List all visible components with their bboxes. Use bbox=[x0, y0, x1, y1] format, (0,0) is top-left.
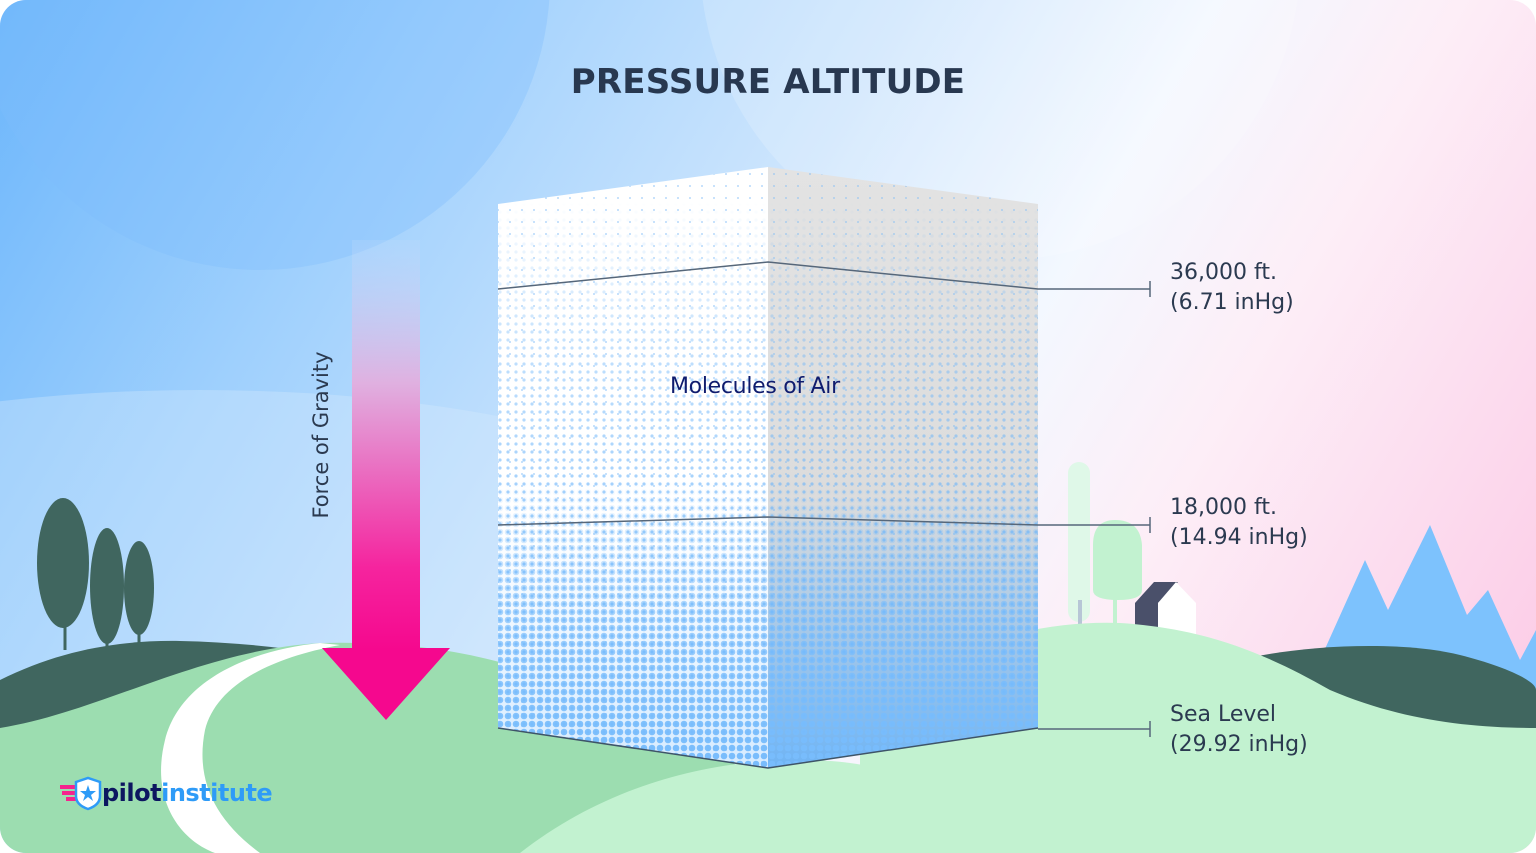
level-label-36000: 36,000 ft. (6.71 inHg) bbox=[1170, 258, 1294, 318]
pilot-institute-logo: pilot institute bbox=[102, 778, 273, 808]
gravity-label: Force of Gravity bbox=[309, 351, 333, 519]
pressure-value: (6.71 inHg) bbox=[1170, 290, 1294, 315]
bg-circle-left bbox=[0, 0, 550, 270]
logo-shield-icon bbox=[60, 776, 102, 811]
level-line-sea bbox=[1038, 721, 1151, 737]
altitude-value: 36,000 ft. bbox=[1170, 260, 1277, 285]
pressure-value: (14.94 inHg) bbox=[1170, 525, 1308, 550]
trees-right bbox=[1068, 462, 1142, 625]
logo-text-pilot: pilot bbox=[102, 779, 162, 807]
molecules-label: Molecules of Air bbox=[670, 374, 840, 399]
level-line-18000 bbox=[497, 516, 1151, 533]
logo-text-institute: institute bbox=[161, 779, 273, 807]
altitude-value: 18,000 ft. bbox=[1170, 495, 1277, 520]
level-label-sea: Sea Level (29.92 inHg) bbox=[1170, 700, 1308, 760]
altitude-value: Sea Level bbox=[1170, 702, 1277, 727]
hill-pale-foreground bbox=[520, 760, 1000, 853]
gravity-arrow bbox=[322, 240, 450, 720]
level-label-18000: 18,000 ft. (14.94 inHg) bbox=[1170, 493, 1308, 553]
air-column-box bbox=[497, 167, 1039, 769]
trees-left bbox=[37, 498, 154, 650]
pressure-value: (29.92 inHg) bbox=[1170, 732, 1308, 757]
winding-path bbox=[161, 643, 340, 853]
page-title: PRESSURE ALTITUDE bbox=[570, 62, 966, 102]
level-line-36000 bbox=[497, 261, 1151, 297]
